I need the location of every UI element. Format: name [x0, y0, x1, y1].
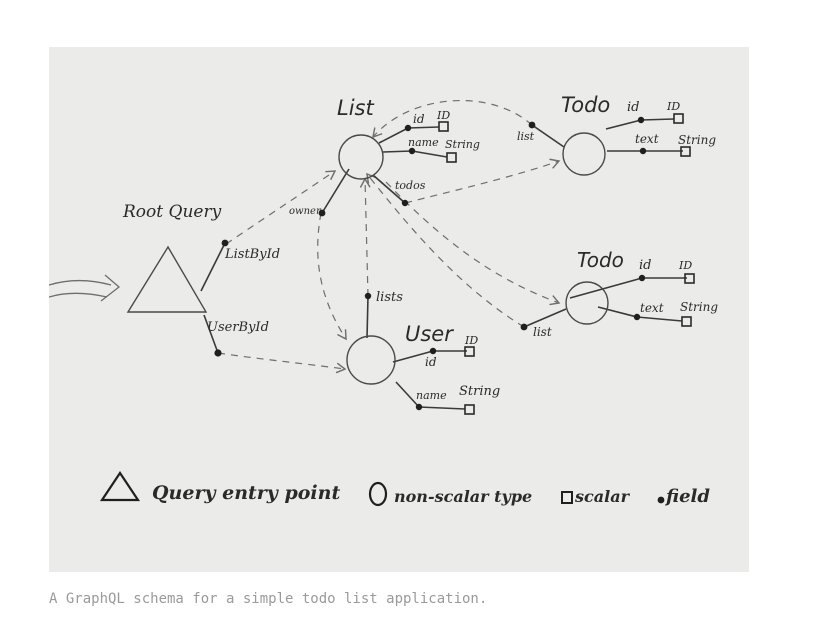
scalar-squares: [438, 113, 695, 415]
list-field-todos: todos: [395, 179, 426, 192]
todo-top-field-text: text: [635, 132, 659, 146]
root-query-label: Root Query: [122, 202, 222, 222]
legend-dot-icon: [657, 496, 665, 504]
todo-top-field-text-type: String: [678, 133, 716, 147]
list-node: List: [337, 96, 384, 180]
root-query-node: Root Query: [122, 202, 222, 313]
todo-top-label: Todo: [561, 93, 610, 117]
user-node-label: User: [405, 322, 454, 346]
figure-caption: A GraphQL schema for a simple todo list …: [49, 591, 488, 607]
todo-bottom-field-id: id: [639, 258, 651, 273]
legend: Query entry point non-scalar type scalar…: [99, 471, 710, 507]
schema-diagram: Root Query: [49, 93, 718, 507]
field-labels: ListById UserById id ID name String todo…: [207, 100, 718, 402]
list-field-id: id: [413, 112, 425, 126]
legend-triangle-icon: [99, 471, 141, 502]
user-field-name: name: [416, 389, 447, 402]
legend-entry-point: Query entry point: [152, 482, 340, 504]
list-field-id-type: ID: [436, 109, 450, 122]
user-field-id: id: [425, 355, 437, 369]
user-field-name-type: String: [459, 384, 500, 399]
legend-circle-icon: [368, 481, 388, 507]
legend-square-icon: [561, 491, 573, 504]
todo-top-node: Todo: [561, 93, 610, 176]
legend-scalar: scalar: [574, 487, 631, 506]
legend-field: field: [664, 486, 710, 507]
list-field-owner: owner: [289, 206, 322, 217]
legend-non-scalar: non-scalar type: [394, 487, 532, 506]
todo-top-field-id: id: [627, 100, 639, 115]
scalar-links: [407, 118, 687, 410]
user-field-lists: lists: [376, 290, 403, 305]
field-list-by-id: ListById: [224, 247, 280, 262]
user-field-id-type: ID: [464, 334, 478, 347]
field-user-by-id: UserById: [207, 320, 269, 335]
list-field-name-type: String: [445, 138, 480, 151]
todo-bottom-label: Todo: [577, 248, 624, 272]
entry-arrow: [49, 274, 121, 302]
todo-top-field-id-type: ID: [666, 100, 680, 113]
list-field-name: name: [408, 136, 439, 149]
todo-bottom-field-id-type: ID: [678, 259, 692, 272]
schema-photo: Root Query: [49, 47, 749, 572]
todo-top-field-list: list: [517, 130, 535, 143]
todo-bottom-field-list: list: [533, 325, 552, 339]
todo-bottom-field-text: text: [640, 301, 664, 315]
field-stems: [200, 119, 643, 408]
todo-bottom-node: Todo: [565, 248, 624, 325]
dashed-connections: [217, 99, 561, 374]
user-node: User: [346, 322, 454, 385]
list-node-label: List: [337, 96, 374, 120]
field-dots: [214, 116, 647, 411]
todo-bottom-field-text-type: String: [680, 300, 718, 314]
